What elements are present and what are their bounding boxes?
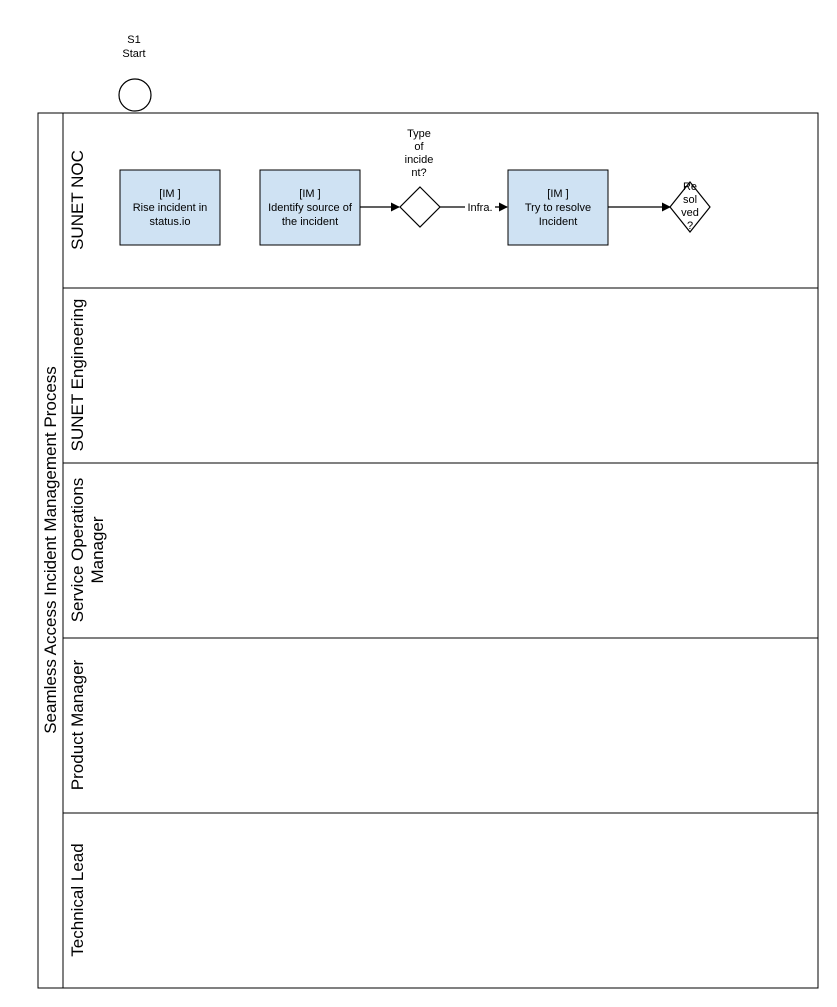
task-label-line2: Rise incident in bbox=[133, 202, 208, 214]
task-identify-source[interactable]: [IM ] Identify source of the incident bbox=[259, 169, 361, 246]
lane-label-service-operations-manager-line2: Manager bbox=[88, 516, 107, 583]
gateway-label-line1: Type bbox=[407, 128, 431, 140]
pool-border bbox=[37, 112, 819, 989]
lane-label-service-operations-manager-line1: Service Operations bbox=[68, 478, 87, 623]
lane-label-sunet-noc: SUNET NOC bbox=[68, 150, 87, 250]
task-try-to-resolve[interactable]: [IM ] Try to resolve Incident bbox=[507, 169, 609, 246]
gateway-label-line1: Re bbox=[683, 181, 697, 193]
task-box bbox=[507, 169, 609, 246]
task-box bbox=[119, 169, 221, 246]
gateway-diamond bbox=[399, 186, 441, 228]
lane-label-sunet-engineering: SUNET Engineering bbox=[68, 299, 87, 452]
task-label-line3: the incident bbox=[282, 216, 338, 228]
task-label-line1: [IM ] bbox=[159, 188, 180, 200]
pool-title: Seamless Access Incident Management Proc… bbox=[41, 366, 60, 734]
task-label-line3: Incident bbox=[539, 216, 578, 228]
gateway-label-line2: sol bbox=[683, 194, 697, 206]
gateway-label-line3: ved bbox=[681, 207, 699, 219]
gateway-type-of-incident[interactable]: Type of incide nt? bbox=[399, 128, 441, 228]
gateway-resolved[interactable]: Re sol ved ? bbox=[669, 181, 711, 233]
lane-label-technical-lead: Technical Lead bbox=[68, 843, 87, 956]
gateway-label-line4: ? bbox=[687, 220, 693, 232]
task-label-line1: [IM ] bbox=[547, 188, 568, 200]
flow-label-infra: Infra. bbox=[467, 202, 492, 214]
start-event-circle[interactable] bbox=[118, 78, 152, 112]
gateway-label-line3: incide bbox=[405, 154, 434, 166]
gateway-diamond bbox=[669, 181, 711, 233]
task-label-line1: [IM ] bbox=[299, 188, 320, 200]
task-box bbox=[259, 169, 361, 246]
gateway-label-line4: nt? bbox=[411, 167, 426, 179]
gateway-label-line2: of bbox=[414, 141, 424, 153]
task-label-line2: Identify source of bbox=[268, 202, 353, 214]
start-event-id: S1 bbox=[127, 34, 140, 46]
task-label-line3: status.io bbox=[150, 216, 191, 228]
task-rise-incident[interactable]: [IM ] Rise incident in status.io bbox=[119, 169, 221, 246]
lane-label-product-manager: Product Manager bbox=[68, 659, 87, 790]
task-label-line2: Try to resolve bbox=[525, 202, 591, 214]
start-event-label: Start bbox=[122, 48, 145, 60]
